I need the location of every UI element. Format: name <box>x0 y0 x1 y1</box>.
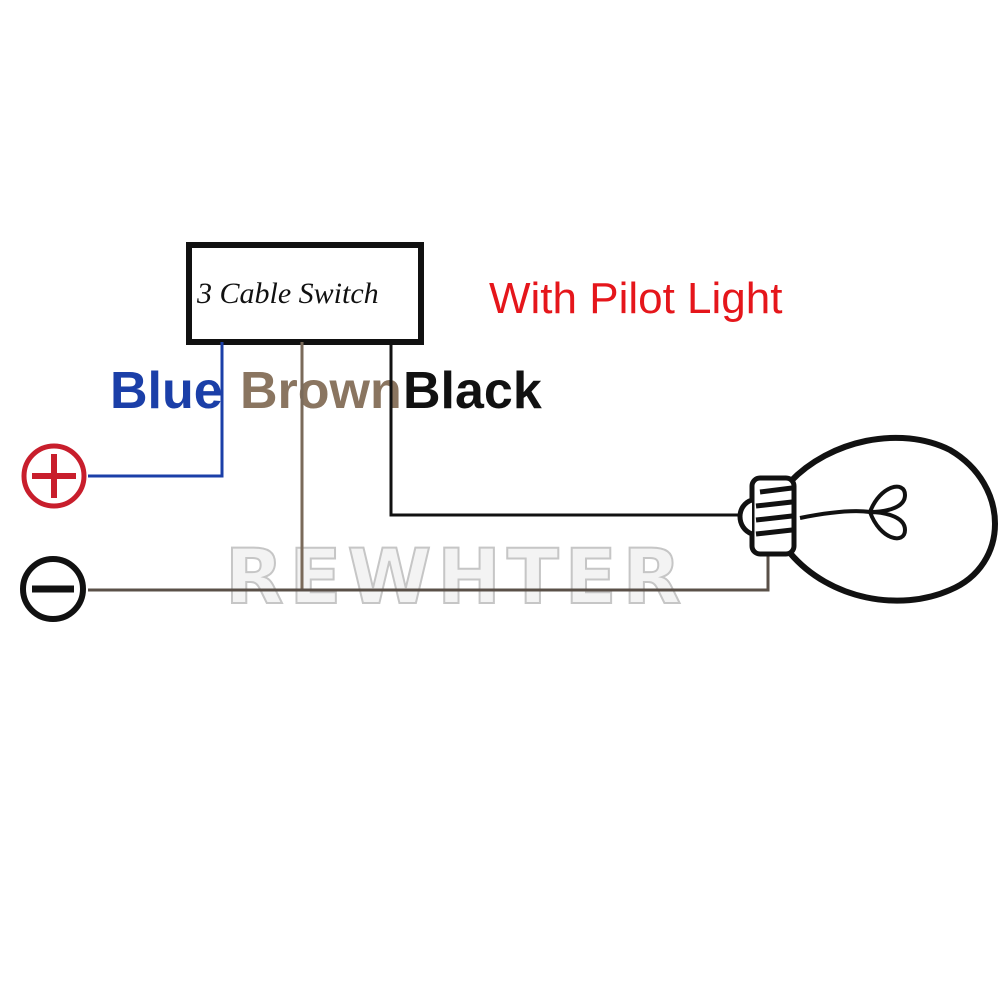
wire-label-black: Black <box>403 362 542 420</box>
plus-circle-icon <box>21 443 87 509</box>
negative-wire <box>88 550 770 592</box>
wire-label-brown: Brown <box>240 362 402 420</box>
switch-label: 3 Cable Switch <box>196 277 379 310</box>
diagram-title: With Pilot Light <box>489 274 782 323</box>
switch-box <box>186 242 424 345</box>
black-wire <box>389 342 745 517</box>
watermark: REWHTER <box>225 532 687 621</box>
minus-circle-icon <box>20 556 86 622</box>
wire-label-blue: Blue <box>110 362 223 420</box>
blue-wire <box>88 342 224 478</box>
light-bulb-icon <box>737 434 998 604</box>
